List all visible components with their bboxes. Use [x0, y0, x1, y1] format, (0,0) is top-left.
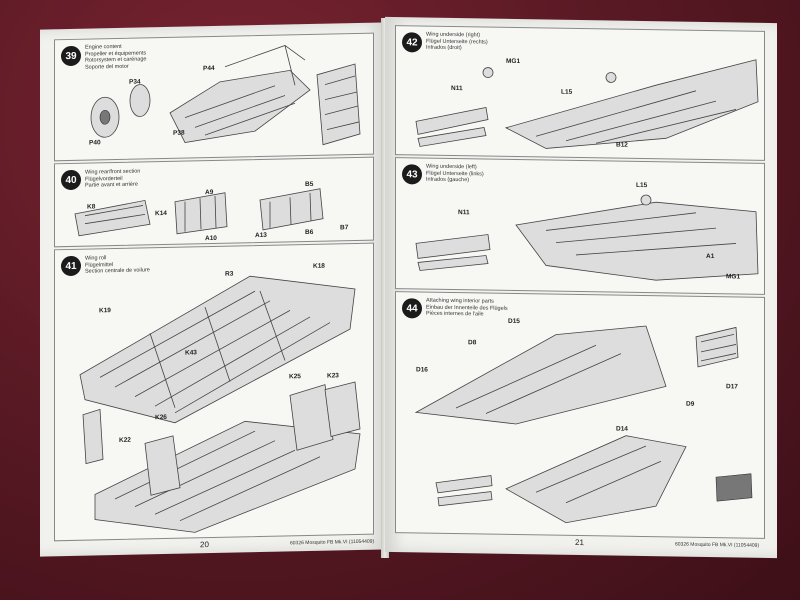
wing-section-drawing: [74, 188, 324, 237]
part-label: K25: [289, 373, 301, 381]
page-number: 21: [575, 537, 584, 548]
part-label: A10: [205, 234, 217, 243]
part-label: K18: [313, 262, 325, 270]
part-label: B12: [616, 141, 628, 149]
part-label: N11: [458, 209, 470, 217]
step-44-panel: 44 Attaching wing interior parts Einbau …: [395, 291, 765, 539]
left-page: 39 Engine content Propeller et équipemen…: [40, 22, 385, 557]
step-42-panel: 42 Wing underside (right) Flügel Unterse…: [395, 25, 765, 161]
part-label: K14: [155, 209, 167, 218]
wing-underside-left-drawing: [415, 194, 759, 281]
part-label: A1: [706, 252, 715, 261]
part-label: MG1: [726, 273, 741, 281]
right-page: 42 Wing underside (right) Flügel Unterse…: [385, 16, 777, 559]
footer-code: 60326 Mosquito FB Mk.VI (11054409): [675, 541, 760, 549]
engine-drawing: [90, 45, 361, 146]
part-label: P38: [173, 129, 185, 137]
part-label: L15: [561, 88, 573, 96]
part-label: K26: [155, 413, 167, 422]
part-label: K43: [185, 349, 197, 357]
part-label: P40: [89, 139, 101, 147]
wing-underside-right-drawing: [415, 59, 759, 149]
part-label: D16: [416, 366, 428, 374]
step-43-panel: 43 Wing underside (left) Flügel Untersei…: [395, 157, 765, 295]
wing-interior-drawing: [414, 325, 753, 524]
page-number: 20: [200, 540, 209, 550]
part-label: D9: [686, 400, 695, 408]
part-label: R3: [225, 270, 234, 278]
part-label: K19: [99, 307, 111, 315]
part-label: A9: [205, 188, 214, 197]
part-label: B5: [305, 180, 314, 189]
part-label: K8: [87, 203, 96, 211]
part-label: K22: [119, 436, 131, 444]
part-label: P44: [203, 64, 215, 73]
part-label: K23: [327, 372, 339, 380]
part-label: A13: [255, 231, 267, 240]
part-label: N11: [451, 84, 463, 93]
part-label: L15: [636, 181, 648, 190]
part-label: D8: [468, 339, 477, 347]
wing-roll-drawing: [79, 275, 361, 533]
part-label: B7: [340, 224, 349, 232]
part-label: D14: [616, 425, 628, 433]
part-label: P34: [129, 78, 141, 86]
part-label: D15: [508, 317, 520, 326]
step-39-panel: 39 Engine content Propeller et équipemen…: [54, 32, 374, 162]
part-label: MG1: [506, 57, 521, 66]
part-label: D17: [726, 383, 738, 391]
step-41-panel: 41 Wing roll Flügelmittel Section centra…: [54, 242, 374, 542]
part-label: B6: [305, 228, 314, 237]
step-40-panel: 40 Wing rear/front section Flügelvordert…: [54, 156, 374, 248]
footer-code: 60326 Mosquito FB Mk.VI (11054409): [290, 538, 375, 547]
